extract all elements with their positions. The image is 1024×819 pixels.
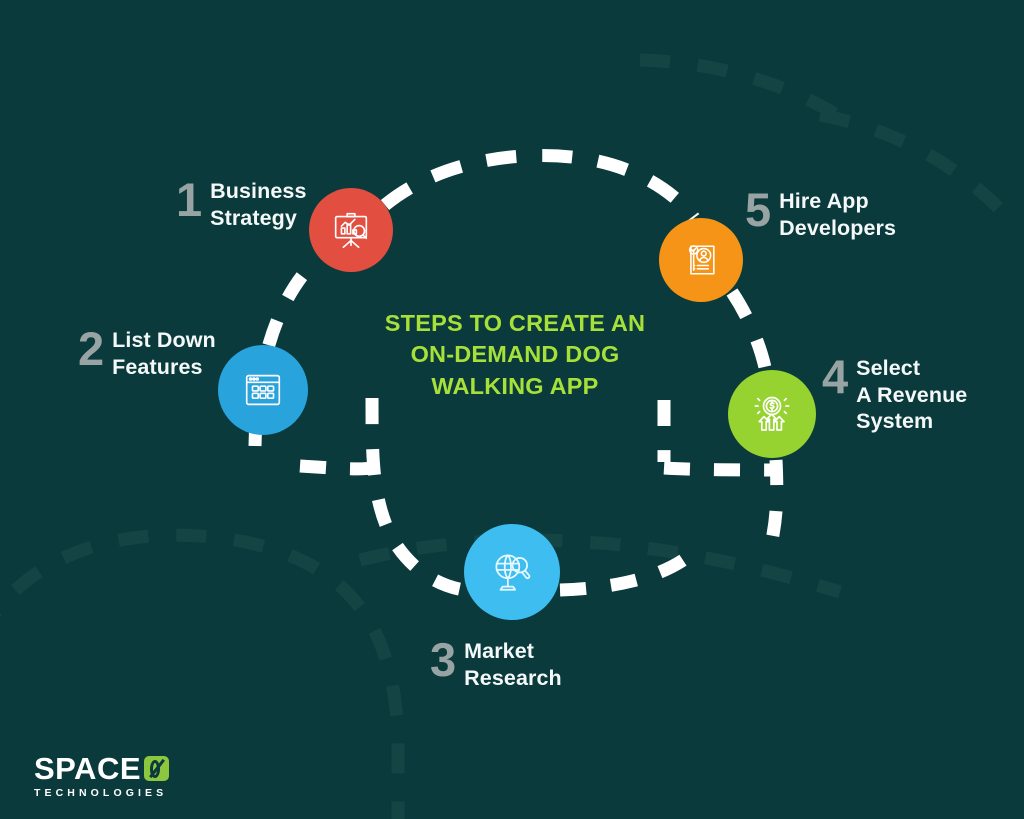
circle-slash-icon [144, 756, 170, 781]
center-title-line-3: WALKING APP [431, 372, 599, 399]
step-label-5: Hire App Developers [779, 189, 897, 240]
path-4-down [765, 459, 784, 542]
path-inner-right-horizontal [663, 461, 777, 477]
browser-window-grid-icon [240, 367, 286, 413]
logo-wordmark: SPACE [34, 751, 170, 786]
step-node-2[interactable] [218, 345, 308, 435]
path-2-branch [299, 459, 374, 476]
presentation-chart-search-icon [328, 207, 374, 253]
step-node-1[interactable] [309, 188, 393, 272]
step-number-1: 1 [176, 173, 202, 226]
step-label-3: Market Research [464, 639, 562, 690]
logo-tagline: TECHNOLOGIES [34, 787, 168, 799]
path-5-to-4 [726, 288, 773, 374]
dollar-coin-growth-arrows-icon [748, 390, 796, 438]
path-inner-left-to-3 [365, 397, 466, 597]
brand-logo[interactable]: SPACE TECHNOLOGIES [34, 751, 170, 799]
step-number-2: 2 [78, 322, 104, 375]
logo-name-text: SPACE [34, 751, 142, 786]
step-text-1: 1 Business Strategy [176, 173, 307, 231]
step-text-2: 2 List Down Features [78, 322, 216, 380]
path-3-to-right [559, 546, 699, 597]
step-number-4: 4 [822, 350, 848, 403]
center-title-line-2: ON-DEMAND DOG [410, 341, 620, 368]
step-node-5[interactable] [659, 218, 743, 302]
step-number-5: 5 [745, 183, 771, 236]
center-title-line-1: STEPS TO CREATE AN [384, 310, 646, 336]
path-1-to-5 [380, 148, 700, 222]
step-label-1: Business Strategy [210, 179, 307, 230]
globe-magnifier-icon [487, 547, 537, 597]
center-title: STEPS TO CREATE AN ON-DEMAND DOG WALKING… [350, 308, 680, 402]
step-label-4: Select A Revenue System [856, 356, 968, 434]
step-number-3: 3 [430, 633, 456, 686]
resume-candidate-check-icon [679, 238, 723, 282]
step-text-3: 3 Market Research [430, 633, 562, 691]
step-node-3[interactable] [464, 524, 560, 620]
step-label-2: List Down Features [112, 328, 216, 379]
step-text-4: 4 Select A Revenue System [822, 350, 968, 435]
step-text-5: 5 Hire App Developers [745, 183, 897, 241]
step-node-4[interactable] [728, 370, 816, 458]
